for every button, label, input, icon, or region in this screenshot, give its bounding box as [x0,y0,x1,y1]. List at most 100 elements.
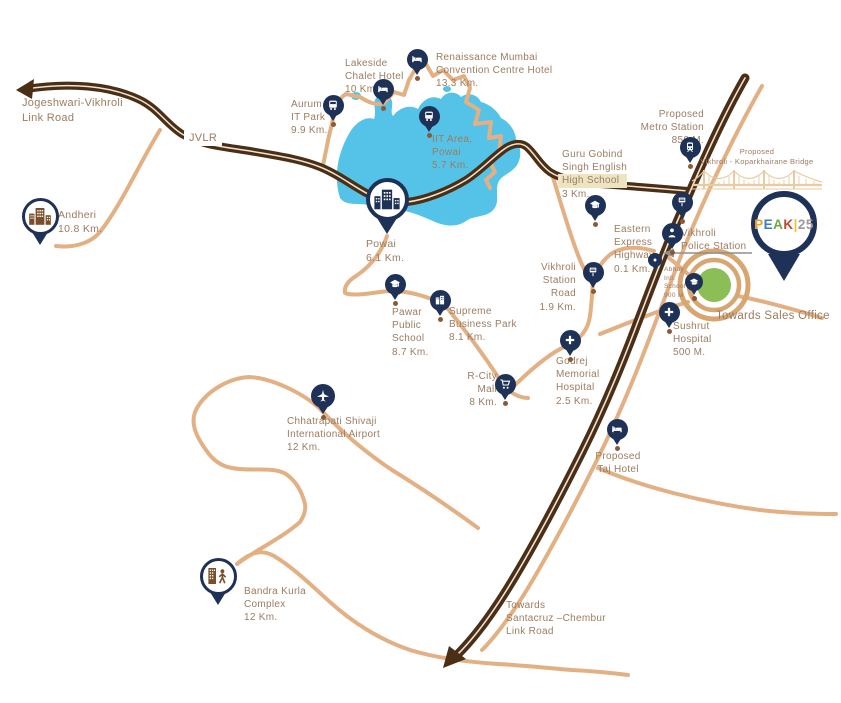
pin-tail [588,279,598,288]
cart-icon [499,378,511,390]
sushrut-hospital-pin[interactable] [658,301,680,334]
pin-anchor-dot [437,316,443,322]
jvlr-label: JVLR [184,131,223,146]
godrej-memorial-hospital-pin[interactable] [559,329,581,362]
airport-pin[interactable] [311,384,335,420]
pin-anchor-dot [502,400,508,406]
pin-tail [210,591,226,605]
andheri-pin[interactable] [21,197,59,245]
pin-tail [317,405,329,414]
jvlr-arrowhead [16,79,34,99]
pin-tail [435,307,445,316]
hotel-icon [377,83,389,95]
pin-tail [328,112,338,121]
hospital-icon [663,306,675,318]
pin-anchor-dot [614,445,620,451]
pin-tail [612,436,622,445]
police-icon [666,227,678,239]
pin-anchor-dot [687,163,693,169]
towards-sales-office-label: Towards Sales Office [716,310,830,322]
bkc-icon [206,564,230,588]
eastern-express-highway-road [443,73,750,668]
pin-anchor-dot [691,296,697,301]
aurum-it-park-pin[interactable] [322,94,344,127]
bkc-south-road [235,550,630,677]
pin-anchor-dot [679,218,685,224]
pin-tail [690,288,698,295]
pin-anchor-dot [320,415,326,420]
eastern-express-highway-pin[interactable] [648,253,662,270]
pin-tail [677,209,687,218]
abhay-intl-school-pin[interactable] [685,273,703,301]
pin-anchor-dot [592,221,598,227]
pin-tail [565,347,575,356]
powai-pin[interactable] [365,177,409,234]
pin-anchor-dot [414,75,420,81]
pin-anchor-dot [380,105,386,111]
proposed-taj-hotel-pin[interactable] [606,418,628,451]
guru-gobind-school-pin[interactable] [584,194,606,227]
school-icon [689,277,699,287]
renaissance-hotel-pin[interactable] [406,48,428,81]
highway-arrowhead [443,646,466,668]
school-icon [589,199,601,211]
skyline-brown-icon [28,204,52,228]
hotel-icon [411,53,423,65]
eeh-parallel-road [480,84,764,652]
pin-tail [768,254,800,281]
iit-area-powai-pin[interactable] [418,105,440,138]
proposed-metro-station-pin[interactable] [679,136,701,169]
rcity-mall-pin[interactable] [494,373,516,406]
pin-anchor-dot [426,132,432,138]
pin-anchor-dot [330,121,336,127]
airport-loop-road [191,375,480,530]
peak25-site-pin[interactable]: PEAK|25 [751,191,817,281]
pin-anchor-dot [392,300,398,306]
pin-tail [500,391,510,400]
pin-anchor-dot [666,328,672,334]
pin-anchor-dot [567,356,573,362]
sales-office-road-west [598,300,690,336]
plane-icon [316,389,330,403]
pawar-public-school-pin[interactable] [384,273,406,306]
vikhroli-station-road-pin[interactable] [582,261,604,294]
lakeside-chalet-hotel-pin[interactable] [372,78,394,111]
building-icon [434,294,446,306]
bus-icon [327,99,339,111]
andheri-road [54,128,162,249]
skyline-navy-icon [373,185,401,213]
pin-tail [378,96,388,105]
bandra-kurla-complex-pin[interactable] [199,557,237,605]
pin-tail [424,123,434,132]
vikhroli-police-station-pin[interactable] [661,222,683,255]
school-icon [389,278,401,290]
site-green-area [697,268,731,302]
supreme-business-park-pin[interactable] [429,289,451,322]
pin-tail [390,291,400,300]
rcity-godrej-station-road [508,280,595,392]
bus-icon [423,110,435,122]
pin-tail [590,212,600,221]
vikhroli-station-sign-pin[interactable] [671,191,693,224]
southeast-road [596,466,838,516]
pin-tail [685,154,695,163]
hotel-icon [611,423,623,435]
